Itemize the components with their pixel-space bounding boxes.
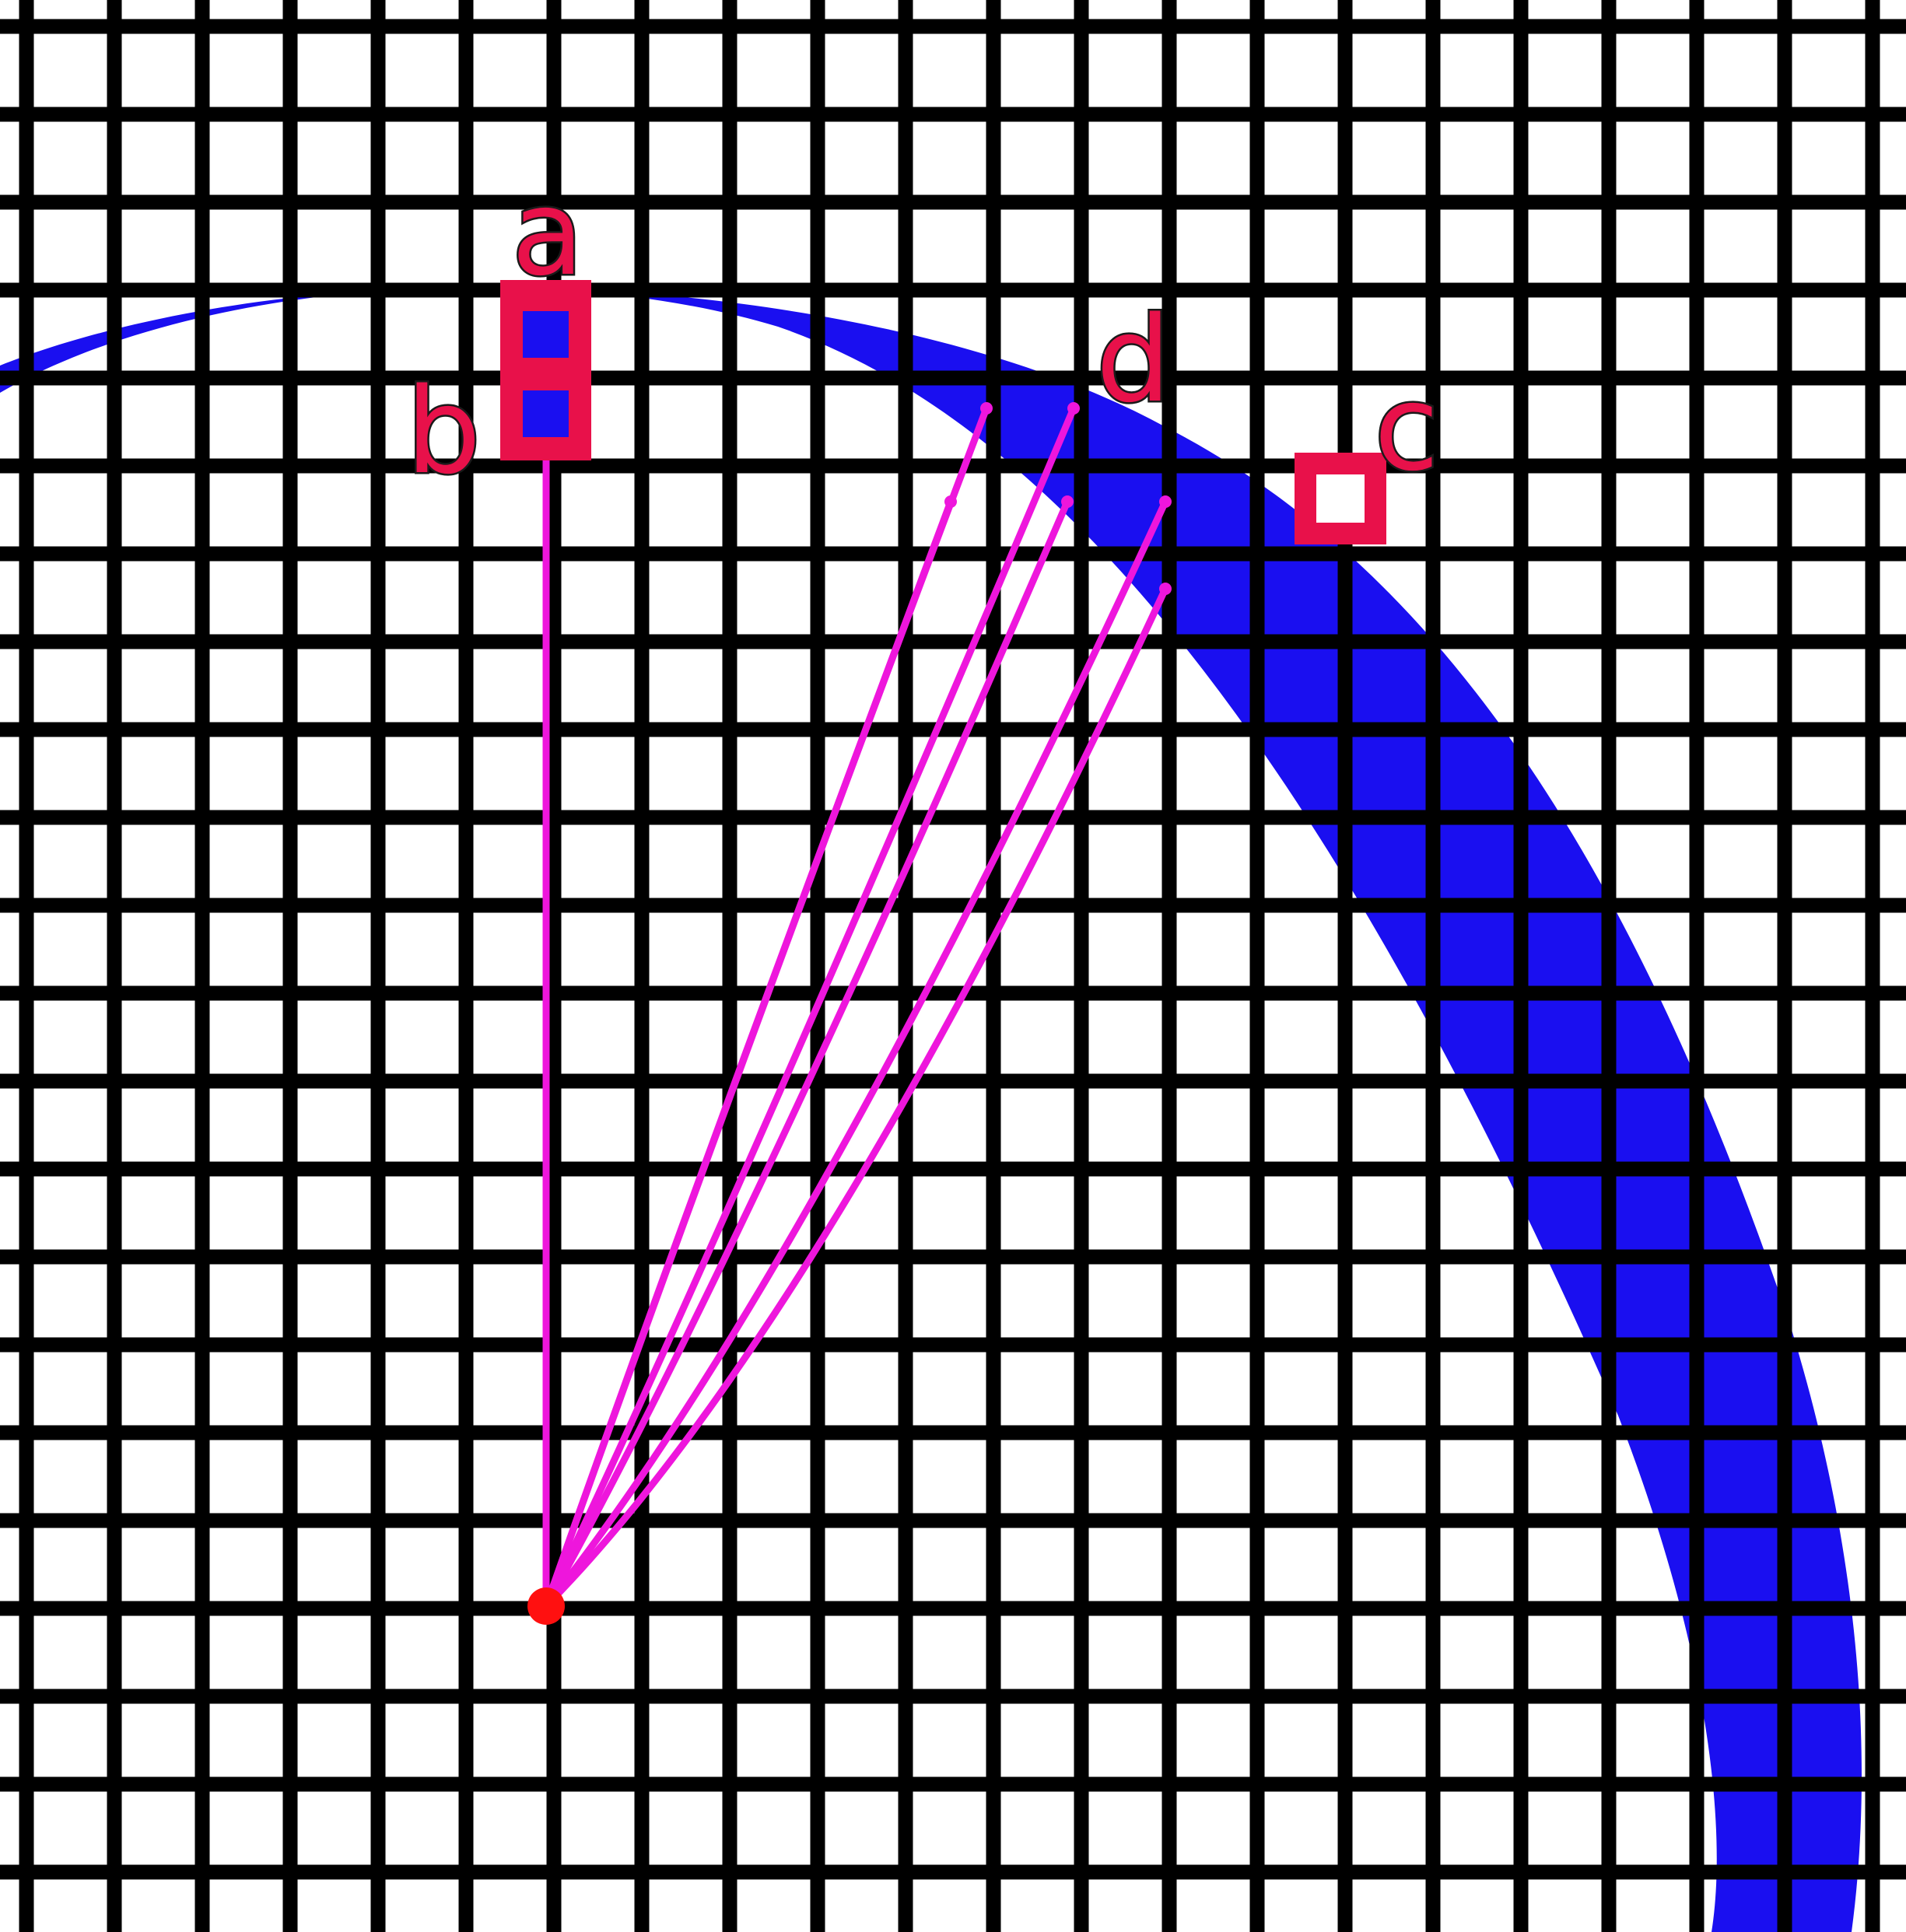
marker-ab-lower-cell (523, 390, 569, 437)
grid-line-vertical (194, 0, 210, 1932)
ray-end-dot (944, 495, 957, 508)
grid-line-horizontal (0, 1425, 1906, 1440)
label-c: c (1374, 359, 1439, 497)
ray-end-dot (1067, 402, 1080, 415)
grid-line-vertical (107, 0, 122, 1932)
grid-line-horizontal (0, 1249, 1906, 1265)
grid-line-vertical (1513, 0, 1529, 1932)
grid-line-vertical (986, 0, 1001, 1932)
ray-end-dot (980, 402, 993, 415)
grid-line-vertical (1249, 0, 1265, 1932)
magenta-ray (542, 498, 955, 1610)
grid-line-horizontal (0, 1776, 1906, 1792)
magenta-rays (540, 319, 1172, 1610)
label-a: a (511, 164, 583, 302)
grid-line-vertical (546, 0, 562, 1932)
grid-line-vertical (810, 0, 825, 1932)
grid-line-horizontal (0, 370, 1906, 386)
grid-line-vertical (370, 0, 386, 1932)
grid-line-horizontal (0, 810, 1906, 825)
grid-line-horizontal (0, 107, 1906, 122)
grid-line-horizontal (0, 634, 1906, 649)
label-b: b (406, 362, 481, 500)
grid-line-horizontal (0, 546, 1906, 562)
grid-line-vertical (722, 0, 738, 1932)
label-d: d (1096, 291, 1171, 429)
grid-line-vertical (1601, 0, 1617, 1932)
magenta-ray (542, 585, 1169, 1610)
grid-line-vertical (1777, 0, 1792, 1932)
grid-line-horizontal (0, 19, 1906, 34)
grid-line-horizontal (0, 1513, 1906, 1528)
grid-line-vertical (1865, 0, 1880, 1932)
magenta-ray (542, 404, 1077, 1610)
marker-c-box (1295, 453, 1386, 544)
grid-line-vertical (1689, 0, 1705, 1932)
grid-line-horizontal (0, 985, 1906, 1001)
magenta-ray (542, 498, 1071, 1610)
grid-line-horizontal (0, 898, 1906, 913)
grid-line-horizontal (0, 1689, 1906, 1704)
ray-end-dot (1159, 583, 1172, 595)
grid-line-vertical (458, 0, 474, 1932)
origin-dot (527, 1587, 565, 1625)
grid-line-horizontal (0, 194, 1906, 210)
grid-line-horizontal (0, 1601, 1906, 1616)
ray-end-dot (1159, 495, 1172, 508)
magenta-ray (542, 498, 1169, 1610)
grid-line-vertical (898, 0, 913, 1932)
grid-line-horizontal (0, 1161, 1906, 1177)
grid-line-horizontal (0, 282, 1906, 298)
marker-ab-upper-cell (523, 311, 569, 358)
grid-line-vertical (1161, 0, 1177, 1932)
grid-line-horizontal (0, 1864, 1906, 1880)
grid-line-horizontal (0, 1337, 1906, 1353)
grid-line-vertical (1425, 0, 1441, 1932)
grid-line-horizontal (0, 458, 1906, 474)
grid-line-vertical (1074, 0, 1089, 1932)
blue-band-shape (0, 286, 1862, 1932)
marker-c-inner (1316, 474, 1365, 523)
grid-line-vertical (634, 0, 650, 1932)
ray-end-dot (1061, 495, 1074, 508)
blue-curved-band (0, 286, 1862, 1932)
marker-ab-box (500, 280, 591, 460)
grid-line-vertical (19, 0, 34, 1932)
grid-line-horizontal (0, 1073, 1906, 1089)
grid-line-horizontal (0, 722, 1906, 737)
grid-line-vertical (282, 0, 298, 1932)
